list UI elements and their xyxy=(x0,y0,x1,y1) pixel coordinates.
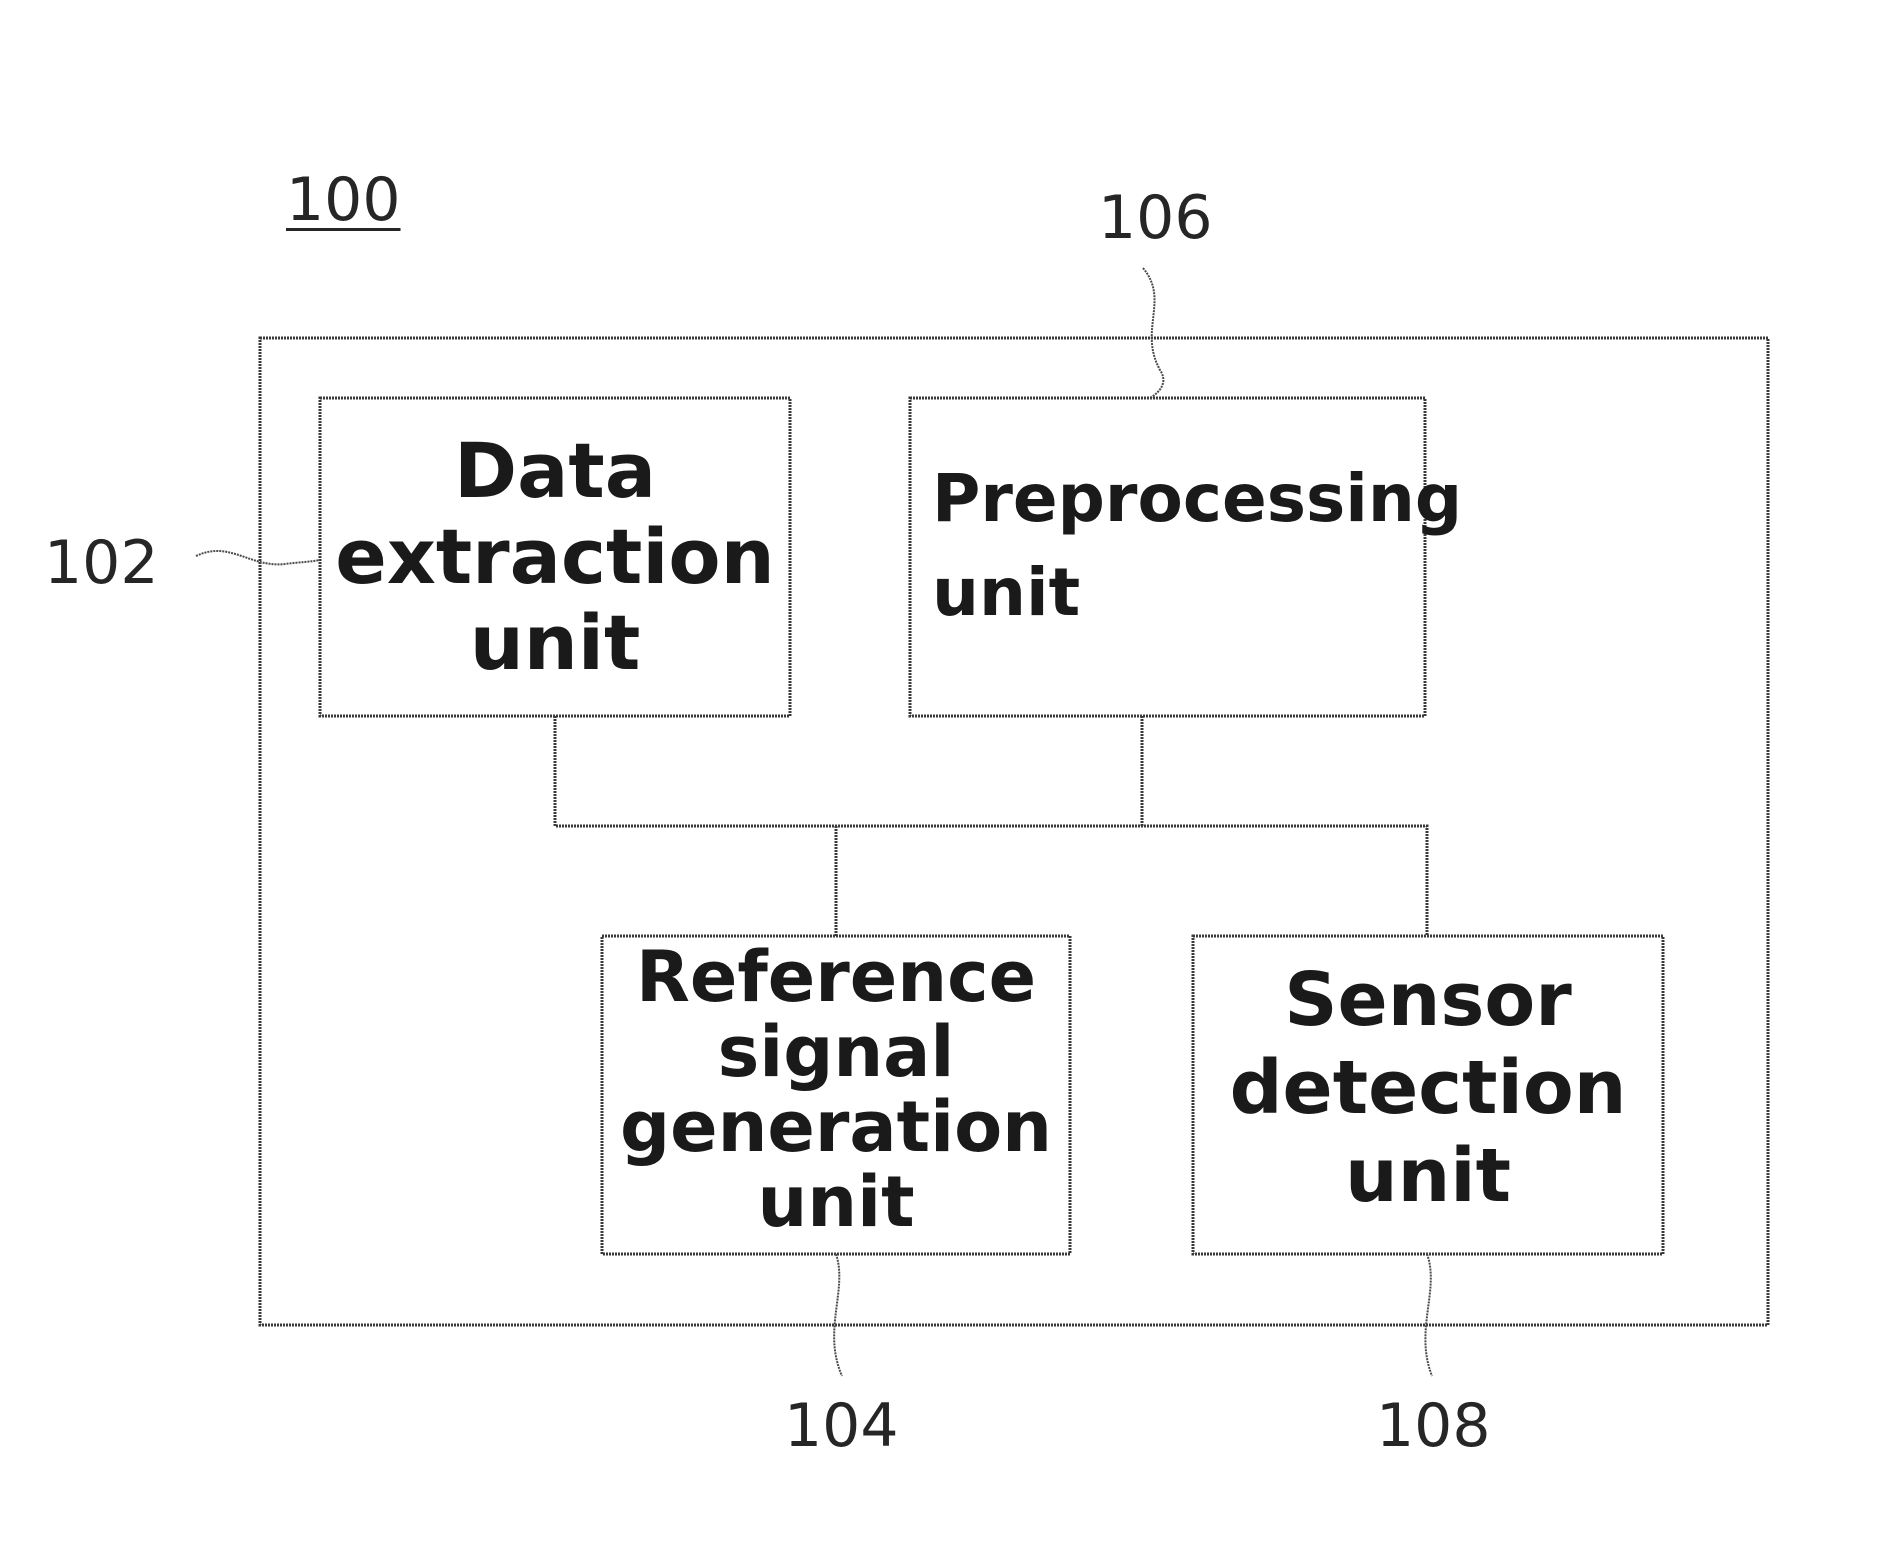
leader-line-104 xyxy=(834,1254,842,1376)
ref-104: 104 xyxy=(784,1396,899,1456)
bus-line-data-extraction xyxy=(555,716,1427,936)
preprocessing-label-line-1: Preprocessing xyxy=(932,452,1462,546)
reference-signal-label-line-2: signal xyxy=(718,1015,955,1090)
preprocessing-label: Preprocessing unit xyxy=(932,452,1422,640)
ref-106: 106 xyxy=(1098,188,1213,248)
reference-signal-label-line-1: Reference xyxy=(636,940,1036,1015)
data-extraction-label-line-2: extraction xyxy=(335,514,774,600)
connection-bus xyxy=(555,716,1427,936)
sensor-detection-label-line-1: Sensor xyxy=(1284,956,1572,1044)
ref-100: 100 xyxy=(286,170,401,230)
reference-signal-label: Reference signal generation unit xyxy=(602,940,1070,1240)
ref-102: 102 xyxy=(44,533,159,593)
ref-108: 108 xyxy=(1376,1396,1491,1456)
sensor-detection-label-line-3: unit xyxy=(1345,1132,1511,1220)
sensor-detection-label: Sensor detection unit xyxy=(1193,956,1663,1220)
reference-signal-label-line-3: generation xyxy=(620,1090,1052,1165)
leader-line-106 xyxy=(1143,268,1163,398)
data-extraction-label-line-1: Data xyxy=(454,428,656,514)
reference-signal-label-line-4: unit xyxy=(757,1165,914,1240)
data-extraction-label: Data extraction unit xyxy=(320,428,790,686)
preprocessing-label-line-2: unit xyxy=(932,546,1080,640)
leader-line-102 xyxy=(196,551,320,564)
sensor-detection-label-line-2: detection xyxy=(1230,1044,1627,1132)
data-extraction-label-line-3: unit xyxy=(470,600,641,686)
leader-line-108 xyxy=(1425,1254,1432,1376)
